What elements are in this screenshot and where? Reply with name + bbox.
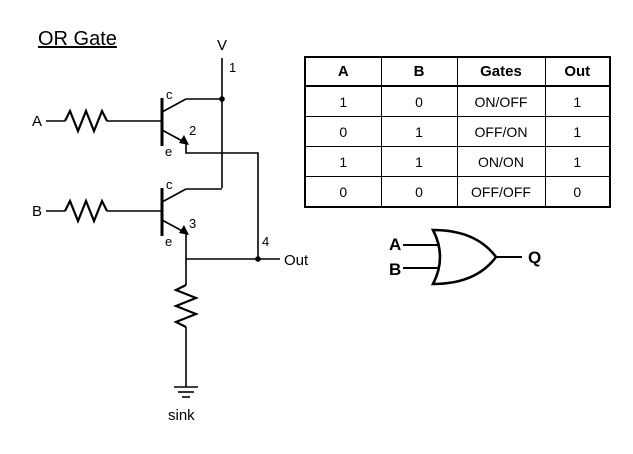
cell-a: 0 (304, 176, 382, 208)
junction-4 (255, 256, 261, 262)
cell-a: 0 (304, 116, 382, 147)
cell-out: 1 (544, 146, 611, 177)
diagram-title: OR Gate (38, 28, 117, 50)
supply-label: V (217, 37, 227, 54)
cell-a: 1 (304, 146, 382, 177)
header-a: A (304, 56, 382, 87)
header-gates: Gates (456, 56, 546, 87)
gate-output-label: Q (528, 248, 541, 267)
ground-icon (174, 386, 198, 398)
emitter-2-label: e (165, 234, 172, 249)
node-3-label: 3 (189, 216, 196, 231)
collector-2-label: c (166, 177, 173, 192)
cell-a: 1 (304, 85, 382, 117)
transistor-2 (160, 188, 222, 236)
node-1-label: 1 (229, 60, 236, 75)
truth-table: A B Gates Out 1 0 ON/OFF 1 0 1 OFF/ON 1 … (304, 56, 611, 208)
table-row: 1 0 ON/OFF 1 (304, 85, 611, 117)
header-out: Out (544, 56, 611, 87)
cell-b: 1 (380, 116, 458, 147)
input-b-resistor (64, 198, 108, 224)
input-b-label: B (32, 203, 42, 220)
header-b: B (380, 56, 458, 87)
cell-b: 0 (380, 85, 458, 117)
cell-b: 0 (380, 176, 458, 208)
cell-out: 1 (544, 116, 611, 147)
emitter-1-wire (185, 143, 259, 259)
gate-input-a-label: A (389, 235, 401, 254)
cell-gates: ON/ON (456, 146, 546, 177)
transistor-1 (160, 98, 222, 146)
node-2-label: 2 (189, 123, 196, 138)
table-row: 0 1 OFF/ON 1 (304, 116, 611, 147)
cell-gates: OFF/ON (456, 116, 546, 147)
cell-out: 0 (544, 176, 611, 208)
input-a-label: A (32, 113, 42, 130)
table-header-row: A B Gates Out (304, 56, 611, 87)
collector-1-label: c (166, 87, 173, 102)
cell-gates: ON/OFF (456, 85, 546, 117)
cell-gates: OFF/OFF (456, 176, 546, 208)
sink-resistor (173, 284, 199, 328)
table-row: 1 1 ON/ON 1 (304, 146, 611, 177)
emitter-1-label: e (165, 144, 172, 159)
node-4-label: 4 (262, 234, 269, 249)
gate-input-b-label: B (389, 260, 401, 279)
cell-b: 1 (380, 146, 458, 177)
input-a-resistor (64, 108, 108, 134)
sink-label: sink (168, 407, 195, 424)
table-row: 0 0 OFF/OFF 0 (304, 176, 611, 208)
or-gate-symbol (403, 228, 522, 286)
cell-out: 1 (544, 85, 611, 117)
output-label: Out (284, 252, 309, 269)
